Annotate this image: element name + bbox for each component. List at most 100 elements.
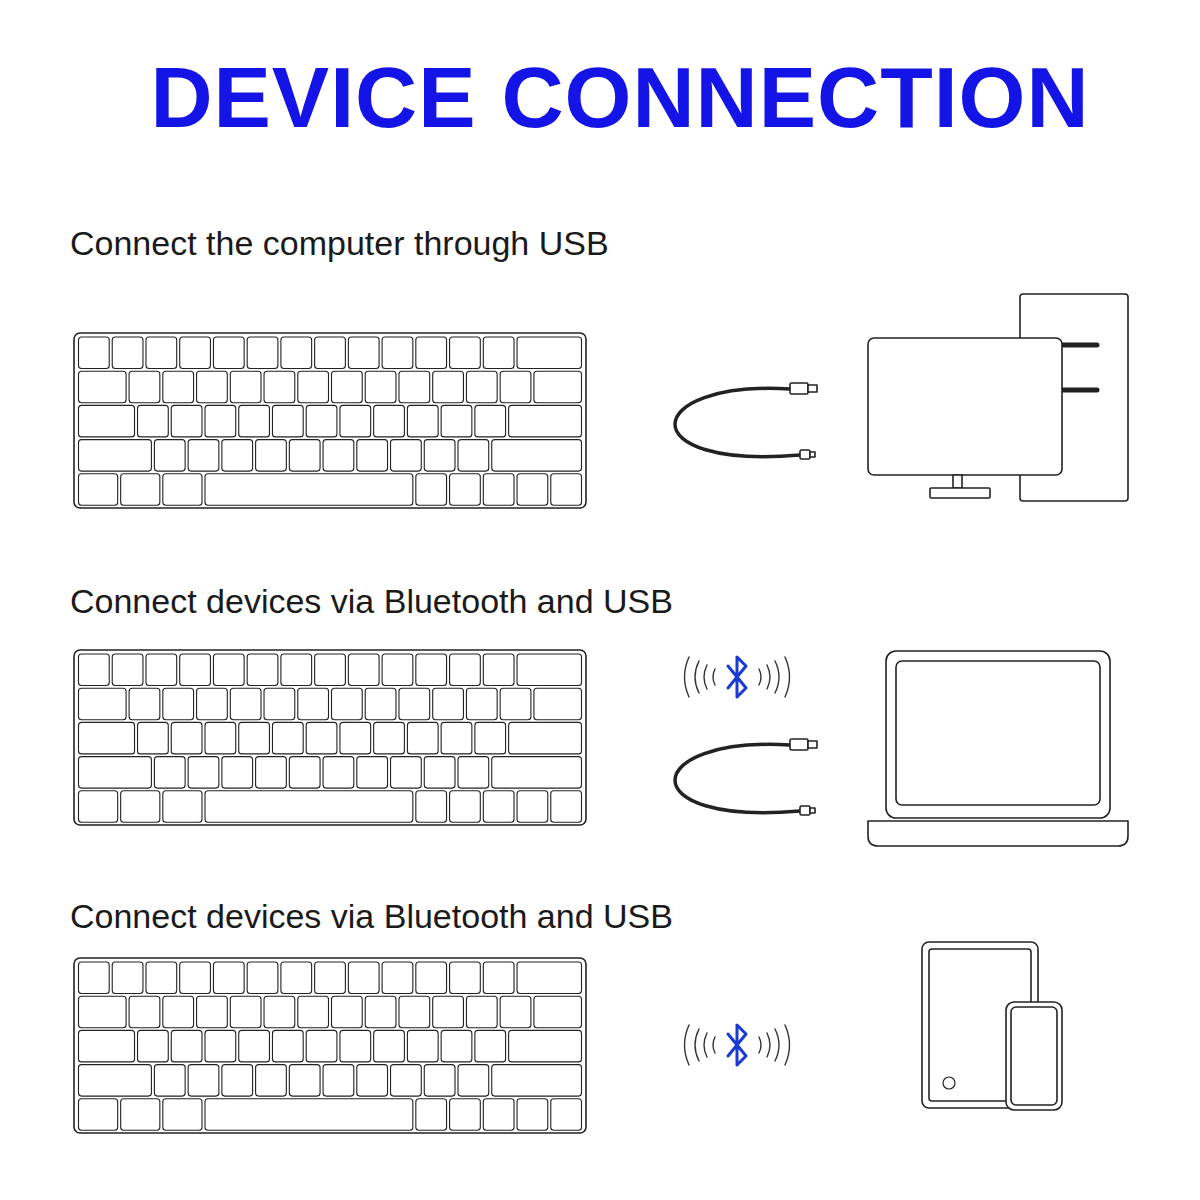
key [205,405,236,437]
key [365,371,396,403]
key [475,1030,506,1062]
key [332,996,363,1027]
key [79,654,110,686]
key [458,440,489,472]
key [239,722,270,754]
key [340,405,371,437]
key [230,688,261,720]
key [79,962,110,994]
key [306,722,337,754]
key [357,757,388,789]
key [399,996,430,1027]
key [534,996,582,1027]
key [239,405,270,437]
key [281,654,312,686]
key [416,337,447,369]
key [163,996,194,1027]
key [407,405,438,437]
key [272,405,303,437]
usb-plug [790,383,808,394]
key [407,722,438,754]
key [458,1065,489,1097]
key [256,757,287,789]
key [365,688,396,720]
key [230,996,261,1027]
key [365,996,396,1027]
tablet-logo [943,1077,955,1089]
key [79,405,135,437]
key [374,405,405,437]
laptop-base [868,821,1128,846]
key [315,962,346,994]
key [323,757,354,789]
key [79,474,118,506]
key [450,1099,481,1131]
key [239,1030,270,1062]
key [466,996,497,1027]
monitor-neck [953,475,962,488]
key [441,722,472,754]
key [205,1030,236,1062]
key [323,440,354,472]
key [79,1065,152,1097]
key [163,371,194,403]
key [517,474,548,506]
micro-usb-plug [800,450,810,459]
key [399,371,430,403]
key [391,757,422,789]
key [357,440,388,472]
key [247,654,278,686]
key [475,722,506,754]
key [129,371,160,403]
key [163,791,202,823]
phone-screen [1011,1007,1057,1105]
key [517,337,581,369]
key [492,757,582,789]
key [509,405,582,437]
key [197,688,228,720]
key [163,688,194,720]
key [129,996,160,1027]
key [121,1099,160,1131]
key [323,1065,354,1097]
key [205,1099,413,1131]
key [79,996,127,1027]
key [171,722,202,754]
key [289,440,320,472]
key [450,791,481,823]
key [391,1065,422,1097]
usb-cable [675,388,800,456]
key [517,962,581,994]
key [180,962,211,994]
section-heading: Connect devices via Bluetooth and USB [70,897,673,936]
key [112,654,143,686]
bluetooth-symbol [685,1025,790,1065]
key [466,688,497,720]
key [247,962,278,994]
key [222,757,253,789]
usb-plug-tip [808,741,817,748]
key [272,722,303,754]
key [500,996,531,1027]
key [213,962,244,994]
key [79,371,127,403]
key [163,1099,202,1131]
key [551,474,582,506]
key [247,337,278,369]
key [534,688,582,720]
key [348,654,379,686]
key [332,371,363,403]
key [188,1065,219,1097]
key [483,337,514,369]
key [416,474,447,506]
key [517,791,548,823]
key [154,757,185,789]
key [466,371,497,403]
key [264,371,295,403]
bluetooth-symbol [685,657,790,697]
key [382,654,413,686]
usb-plug [790,739,808,750]
micro-usb-tip [810,452,815,457]
key [306,405,337,437]
